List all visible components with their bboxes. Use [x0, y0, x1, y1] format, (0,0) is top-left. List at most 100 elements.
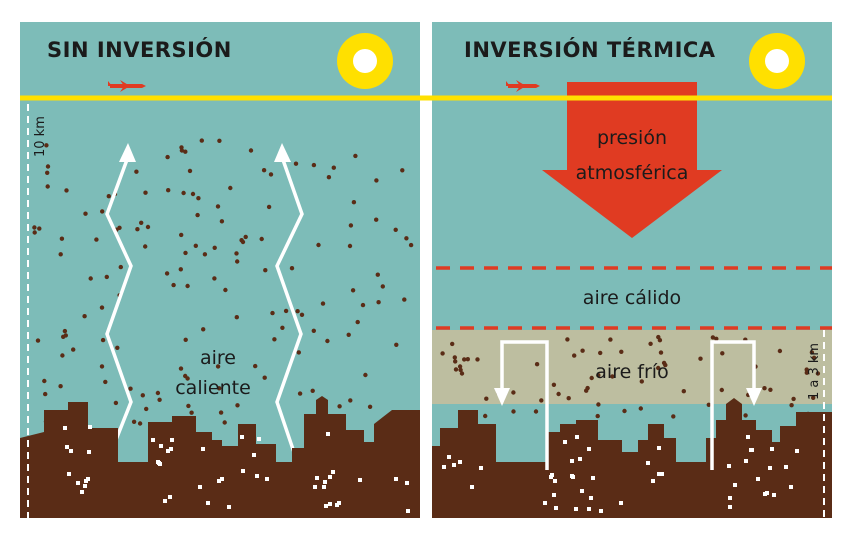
pollution-dot	[270, 310, 275, 316]
pollution-dot	[171, 282, 176, 288]
pollution-dot	[580, 348, 585, 353]
pollution-dot	[714, 336, 719, 341]
building-window	[198, 485, 202, 489]
building-window	[728, 505, 732, 509]
pollution-dot	[202, 252, 208, 257]
building-window	[323, 480, 327, 484]
pollution-dot	[706, 402, 711, 407]
left-city-skyline	[20, 396, 420, 518]
building-window	[580, 489, 584, 493]
building-window	[63, 426, 67, 430]
pollution-dot	[42, 378, 47, 384]
pollution-dot	[465, 357, 470, 362]
pollution-dot	[363, 372, 368, 378]
building-window	[574, 507, 578, 511]
pollution-dot	[355, 319, 360, 325]
pollution-dot	[710, 335, 716, 340]
pollution-dot	[459, 371, 465, 376]
pollution-dot	[64, 188, 69, 193]
building-window	[587, 447, 591, 451]
pollution-dot	[360, 302, 366, 308]
pollution-dot	[253, 363, 258, 369]
building-window	[458, 460, 462, 464]
pollution-dot	[187, 168, 193, 174]
pollution-dot	[347, 243, 353, 249]
airplane-icon	[108, 80, 146, 92]
building-window	[252, 453, 256, 457]
building-window	[217, 479, 221, 483]
building-window	[151, 438, 155, 442]
pollution-dot	[128, 386, 133, 391]
building-window	[170, 438, 174, 442]
pollution-dot	[596, 373, 601, 378]
pollution-dot	[453, 359, 458, 364]
pollution-dot	[511, 409, 516, 414]
pollution-dot	[337, 404, 342, 409]
pollution-dot	[94, 237, 99, 242]
pollution-dot	[45, 184, 50, 189]
pollution-dot	[186, 403, 191, 409]
pollution-dot	[196, 196, 201, 201]
left-air-label-2: caliente	[175, 377, 251, 399]
pollution-dot	[261, 168, 267, 173]
left-air-label-1: aire	[200, 347, 236, 369]
airplane-icon	[506, 80, 540, 92]
up-arrow-icon	[275, 156, 304, 471]
sun-icon	[749, 33, 805, 89]
pollution-dot	[115, 345, 120, 350]
building-window	[550, 473, 554, 477]
pollution-dot	[235, 403, 240, 408]
pollution-dot	[37, 226, 42, 231]
pollution-dot	[178, 267, 183, 272]
pollution-dot	[32, 225, 37, 230]
building-window	[201, 447, 205, 451]
pollution-dot	[183, 337, 188, 342]
pollution-dot	[656, 365, 661, 371]
pollution-dot	[178, 366, 184, 371]
left-scale-label: 10 km	[33, 116, 48, 157]
pollution-dot	[217, 386, 222, 391]
pollution-dot	[183, 250, 188, 256]
building-window	[543, 501, 547, 505]
pollution-dot	[140, 393, 145, 398]
building-window	[750, 448, 754, 452]
pollution-dot	[320, 301, 326, 306]
pollution-dot	[622, 408, 627, 414]
pollution-dot	[190, 191, 196, 197]
pollution-dot	[638, 406, 643, 411]
pollution-dot	[60, 353, 65, 358]
building-window	[255, 474, 259, 478]
pollution-dot	[610, 374, 615, 379]
pollution-dot	[155, 390, 161, 396]
building-window	[313, 485, 317, 489]
pollution-dot	[310, 388, 315, 393]
pollution-dot	[219, 219, 225, 224]
pollution-dot	[43, 391, 48, 397]
left-warm-air-arrows	[102, 143, 304, 471]
pollution-dot	[789, 403, 794, 408]
pollution-dot	[83, 211, 88, 216]
pollution-dot	[457, 364, 463, 369]
up-arrow-icon	[102, 156, 133, 471]
pollution-dot	[181, 190, 186, 196]
pollution-dot	[811, 355, 817, 360]
pollution-dot	[353, 153, 358, 159]
building-window	[406, 509, 410, 513]
building-window	[646, 461, 650, 465]
pollution-dot	[648, 341, 653, 346]
building-window	[405, 481, 409, 485]
pollution-dot	[762, 386, 767, 391]
pollution-dot	[348, 223, 354, 228]
pollution-dot	[408, 242, 414, 248]
pollution-dot	[380, 284, 385, 289]
building-window	[619, 501, 623, 505]
pollution-dot	[144, 406, 149, 412]
pollution-dot	[215, 364, 221, 369]
pollution-dot	[100, 209, 105, 214]
pollution-dot	[551, 382, 557, 387]
pollution-dot	[311, 162, 317, 168]
pressure-arrow-icon	[542, 82, 722, 238]
building-window	[587, 507, 591, 511]
building-window	[163, 499, 167, 503]
building-window	[206, 501, 210, 505]
